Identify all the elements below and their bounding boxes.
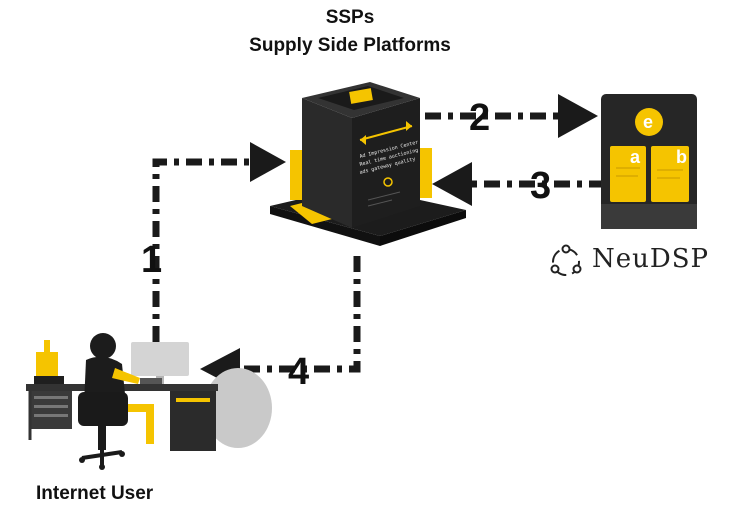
ssp-title: SSPs xyxy=(325,7,375,28)
ssp-subtitle: Supply Side Platforms xyxy=(249,35,451,56)
step-4-label: 4 xyxy=(288,351,309,393)
arrow-4 xyxy=(200,256,361,390)
step-3-label: 3 xyxy=(530,165,551,207)
neudsp-brand: NeuDSP xyxy=(546,240,746,280)
ssp-server-icon: Ad Impression Center Real time auctionin… xyxy=(270,82,466,246)
dsp-card-a: a xyxy=(630,147,641,167)
arrow-2 xyxy=(425,94,598,138)
arrow-1 xyxy=(152,142,286,342)
internet-user-label: Internet User xyxy=(36,483,154,504)
neudsp-logo-icon xyxy=(550,244,582,276)
arrow-3 xyxy=(432,162,605,206)
dsp-panel-icon: e a b xyxy=(601,94,697,229)
step-2-label: 2 xyxy=(469,97,490,139)
dsp-card-b: b xyxy=(676,147,687,167)
dsp-logo-glyph: e xyxy=(643,112,653,132)
neudsp-brand-name: NeuDSP xyxy=(592,244,710,274)
step-1-label: 1 xyxy=(141,239,162,281)
internet-user-illustration xyxy=(26,333,272,470)
